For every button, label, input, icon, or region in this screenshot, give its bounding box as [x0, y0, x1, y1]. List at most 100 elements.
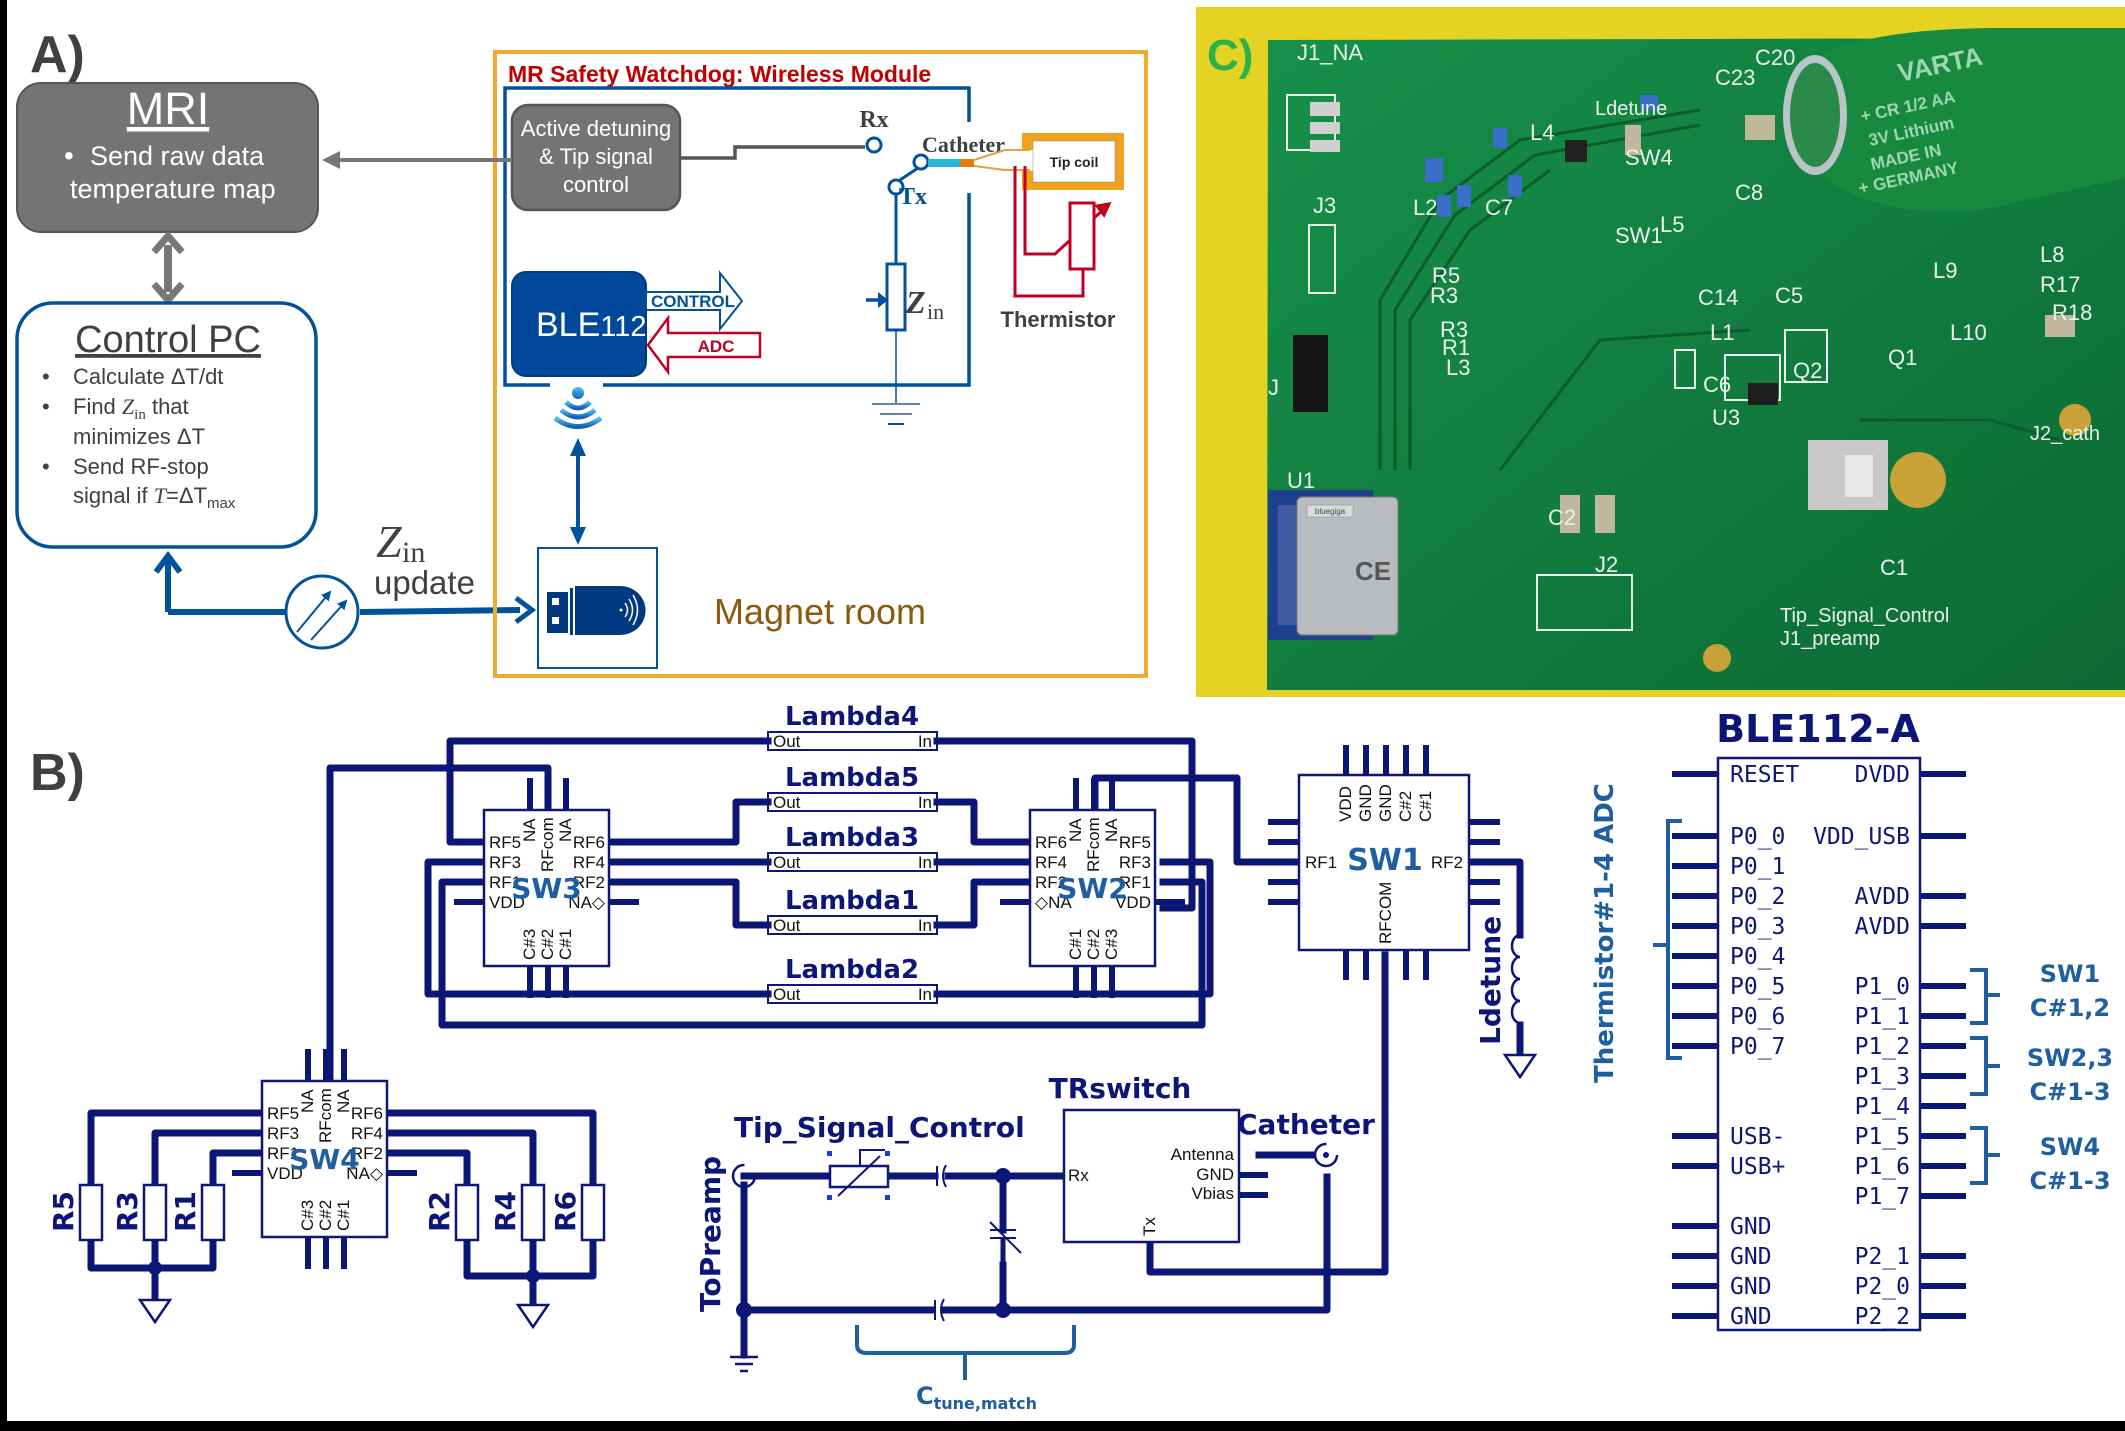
pcb-label-c20: R18 — [2052, 300, 2092, 325]
sw4-left-pin: RF5 — [267, 1104, 299, 1123]
common-terminal — [912, 153, 930, 171]
trswitch-antenna: Antenna — [1171, 1145, 1235, 1164]
sw3-bottom-pin: C#2 — [538, 929, 557, 960]
control-pc-title: Control PC — [75, 319, 261, 361]
ble112a-left-pin: GND — [1730, 1274, 1772, 1300]
pcb-label-c5: C14 — [1698, 285, 1738, 310]
control-arrow: CONTROL — [645, 270, 744, 332]
ble112a-left-pin: P0_1 — [1730, 854, 1785, 880]
lambda-in-pin: In — [918, 793, 932, 812]
lambda-label: Lambda3 — [785, 823, 919, 853]
sw2-top-pin: RFcom — [1084, 817, 1103, 872]
wifi-icon — [553, 387, 603, 429]
ble112a-left-pin: USB+ — [1730, 1154, 1785, 1180]
control-arrow-label: CONTROL — [651, 292, 735, 311]
ctune-brace — [855, 1325, 1076, 1380]
pcb-label-l5: C8 — [1735, 180, 1763, 205]
sw23-brace — [1970, 1036, 2000, 1096]
lambda-out-pin: Out — [773, 916, 801, 935]
active-detuning-line1: Active detuning — [521, 116, 671, 141]
sw3-left-pin: RF3 — [489, 853, 521, 872]
panel-c: C) VARTA + CR 1/2 AA 3V Lithium MADE IN … — [1196, 7, 2125, 697]
ble112a-right-pin: AVDD — [1855, 884, 1910, 910]
ble112-label: BLE112 — [536, 306, 647, 344]
ble112a-right-pin: P2_0 — [1855, 1274, 1910, 1300]
active-detuning-line3: control — [563, 172, 629, 197]
pcb-label-r17: L8 — [2040, 242, 2064, 267]
sw3-right-pin: RF6 — [573, 833, 605, 852]
sw3-left-pin: RF5 — [489, 833, 521, 852]
pc-item-send: Send RF-stop — [73, 454, 209, 479]
sw1-rf2: RF2 — [1431, 853, 1463, 872]
sw2-left-pin: RF4 — [1035, 853, 1067, 872]
sw3-bottom-pin: C#1 — [556, 929, 575, 960]
lambda-label: Lambda1 — [785, 886, 919, 916]
pcb-label-tip-signal-control: Tip_Signal_Control — [1780, 605, 1949, 627]
sw1-rfcom: RFCOM — [1376, 882, 1395, 944]
resistor-r5: R5 — [47, 1183, 104, 1242]
pcb-label-j3: J3 — [1313, 193, 1336, 218]
pcb-label-c19: C23 — [1715, 65, 1755, 90]
svg-text:•: • — [42, 394, 50, 419]
lambda-in-pin: In — [918, 916, 932, 935]
pcb-label-l9: C5 — [1775, 283, 1803, 308]
lambda-out-pin: Out — [773, 985, 801, 1004]
panel-label-c: C) — [1207, 31, 1253, 80]
ldetune-label: Ldetune — [1474, 916, 1507, 1045]
sw4-name: SW4 — [289, 1143, 360, 1176]
ble112a-right-pin: P1_7 — [1855, 1184, 1910, 1210]
resistor-r4: R4 — [489, 1183, 546, 1242]
ble112a-right-pin: P1_3 — [1855, 1064, 1910, 1090]
sw4-bottom-pin: C#3 — [298, 1200, 317, 1231]
pcb-label-r11: R5 — [1432, 263, 1460, 288]
zin-update-sub: in — [402, 536, 425, 569]
ble112a-left-pin: P0_6 — [1730, 1004, 1785, 1030]
sw3-name: SW3 — [511, 872, 582, 905]
trswitch: TRswitch Rx Tx Antenna GND Vbias Cathete… — [1049, 1072, 1375, 1244]
adc-arrow-label: ADC — [698, 337, 735, 356]
ble112a-title: BLE112-A — [1716, 707, 1920, 751]
wifi-dongle-arrow — [570, 438, 586, 545]
sw4-top-pin: NA — [334, 1089, 353, 1113]
sw1-top-pin: C#1 — [1416, 791, 1435, 822]
control-pc-block: Control PC • Calculate ΔT/dt • Find Zin … — [15, 301, 318, 549]
resistor-label: R4 — [489, 1191, 522, 1232]
sw4-right-pin: NA◇ — [346, 1164, 384, 1183]
mri-bullet-text-cont: temperature map — [70, 174, 276, 204]
pcb-label-q1: Q1 — [1888, 345, 1917, 370]
active-detuning-block: Active detuning & Tip signal control — [510, 103, 682, 212]
sw3-top-pin: NA — [556, 818, 575, 842]
sw2-right-pin: RF1 — [1119, 873, 1151, 892]
trswitch-gnd: GND — [1196, 1165, 1234, 1184]
thermistor — [1013, 166, 1112, 298]
sw2-left-pin: RF2 — [1035, 873, 1067, 892]
sw1-top-pin: GND — [1356, 784, 1375, 822]
sw2-bottom-pin: C#2 — [1084, 929, 1103, 960]
sw1-rf1: RF1 — [1305, 853, 1337, 872]
magnet-room-boundary — [493, 50, 1148, 678]
sw2-left-pin: RF6 — [1035, 833, 1067, 852]
pcb-label-j1na: J1_NA — [1297, 40, 1363, 65]
lambda-in-pin: In — [918, 853, 932, 872]
lambda-in-pin: In — [918, 985, 932, 1004]
lambda-in-pin: In — [918, 732, 932, 751]
ldetune-inductor: Ldetune — [1474, 916, 1521, 1045]
thermistor-brace — [1653, 819, 1682, 1060]
catheter-cable — [928, 159, 960, 167]
tip-signal-network: Tip_Signal_Control ToPreamp Ctune,match — [694, 1111, 1076, 1413]
trswitch-vbias: Vbias — [1191, 1184, 1234, 1203]
schematic-wires — [87, 737, 1524, 1359]
ble112a-right-pin: P2_2 — [1855, 1304, 1910, 1330]
wireless-link-icon — [284, 574, 360, 650]
sw4-left-pin: RF1 — [267, 1144, 299, 1163]
ble112a-right-pin: DVDD — [1855, 762, 1910, 788]
ble112a-left-pin: GND — [1730, 1214, 1772, 1240]
mri-bullet-dot: • — [64, 140, 74, 171]
rx-terminal — [865, 136, 883, 154]
pcb-label-u3: U3 — [1712, 405, 1740, 430]
tip-coil: Tip coil — [1022, 133, 1124, 190]
